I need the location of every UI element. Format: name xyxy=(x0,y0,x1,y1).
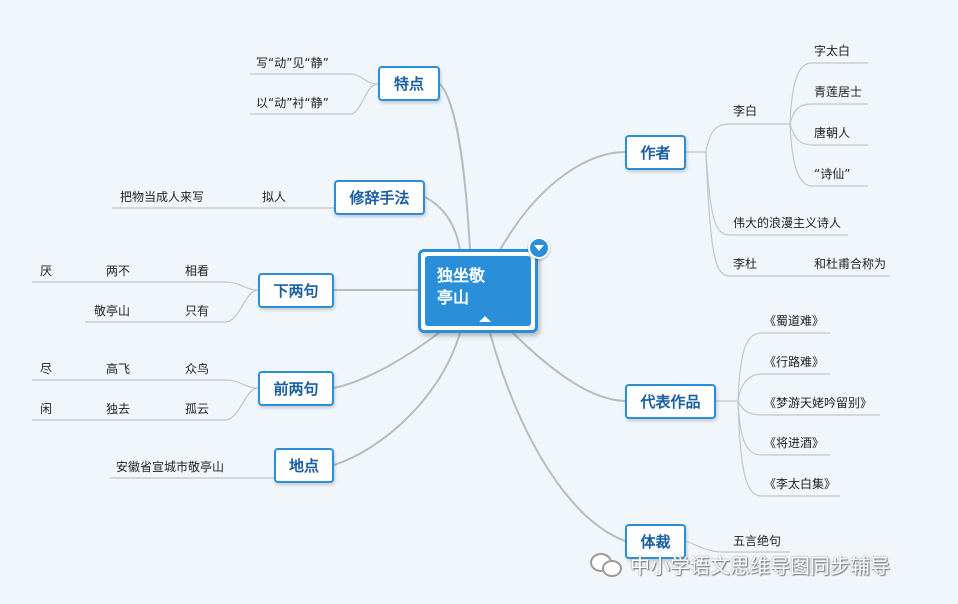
topic-works[interactable]: 代表作品 xyxy=(625,384,716,419)
leaf-work[interactable]: 《梦游天姥吟留别》 xyxy=(764,396,873,410)
branch-place xyxy=(333,332,461,466)
leaf-word[interactable]: 相看 xyxy=(185,264,210,278)
leaf-poet-title[interactable]: 伟大的浪漫主义诗人 xyxy=(733,216,842,230)
leaf-word[interactable]: 两不 xyxy=(106,264,131,278)
leaf-word[interactable]: 孤云 xyxy=(185,402,210,416)
leaf-author-name[interactable]: 李白 xyxy=(733,104,758,118)
leaf-word[interactable]: 厌 xyxy=(40,264,53,278)
leaf-word[interactable]: 独去 xyxy=(106,402,131,416)
central-topic-line2: 亭山 xyxy=(437,288,470,307)
central-topic[interactable]: 独坐敬 亭山 xyxy=(418,249,538,333)
leaf-feature[interactable]: 写“动”见“静” xyxy=(256,56,329,70)
leaf-author-detail[interactable]: 字太白 xyxy=(814,44,851,58)
leaf-word[interactable]: 敬亭山 xyxy=(94,304,131,318)
leaf-author-detail[interactable]: 唐朝人 xyxy=(814,126,851,140)
leaf-word[interactable]: 尽 xyxy=(40,362,53,376)
collapse-toggle-icon[interactable] xyxy=(528,237,550,259)
topic-rhetoric[interactable]: 修辞手法 xyxy=(334,180,425,215)
leaf-genre[interactable]: 五言绝句 xyxy=(733,534,782,548)
leaf-word[interactable]: 只有 xyxy=(185,304,210,318)
branch-rhetoric xyxy=(424,196,461,251)
branch-features xyxy=(439,83,471,251)
leaf-place[interactable]: 安徽省宣城市敬亭山 xyxy=(116,460,225,474)
branch-works xyxy=(509,329,626,402)
leaf-rhetoric-desc[interactable]: 把物当成人来写 xyxy=(120,190,205,204)
leaf-word[interactable]: 闲 xyxy=(40,402,53,416)
branch-genre xyxy=(489,332,626,542)
leaf-feature[interactable]: 以“动”衬“静” xyxy=(256,96,329,110)
branch-author xyxy=(499,151,626,251)
watermark: 中小学语文思维导图同步辅导 xyxy=(590,550,890,578)
leaf-work[interactable]: 《将进酒》 xyxy=(764,436,825,450)
topic-place[interactable]: 地点 xyxy=(274,448,334,483)
leaf-li-du-desc[interactable]: 和杜甫合称为 xyxy=(814,257,887,271)
leaf-work[interactable]: 《蜀道难》 xyxy=(764,314,825,328)
leaf-author-detail[interactable]: “诗仙” xyxy=(814,167,851,181)
topic-first-two-lines[interactable]: 前两句 xyxy=(258,371,334,406)
leaf-rhetoric-method[interactable]: 拟人 xyxy=(262,190,287,204)
leaf-work[interactable]: 《李太白集》 xyxy=(764,477,837,491)
wechat-icon xyxy=(590,551,624,577)
leaf-word[interactable]: 众鸟 xyxy=(185,362,210,376)
watermark-text: 中小学语文思维导图同步辅导 xyxy=(630,553,890,578)
leaf-author-detail[interactable]: 青莲居士 xyxy=(814,85,863,99)
topic-genre[interactable]: 体裁 xyxy=(625,524,686,559)
leaf-li-du[interactable]: 李杜 xyxy=(733,257,758,271)
central-topic-line1: 独坐敬 xyxy=(437,266,486,285)
topic-features[interactable]: 特点 xyxy=(378,66,440,101)
topic-author[interactable]: 作者 xyxy=(625,135,686,170)
leaf-word[interactable]: 高飞 xyxy=(106,362,131,376)
branch-first-two xyxy=(333,331,441,389)
topic-last-two-lines[interactable]: 下两句 xyxy=(258,273,334,308)
notch-decoration xyxy=(479,316,491,322)
leaf-work[interactable]: 《行路难》 xyxy=(764,355,825,369)
